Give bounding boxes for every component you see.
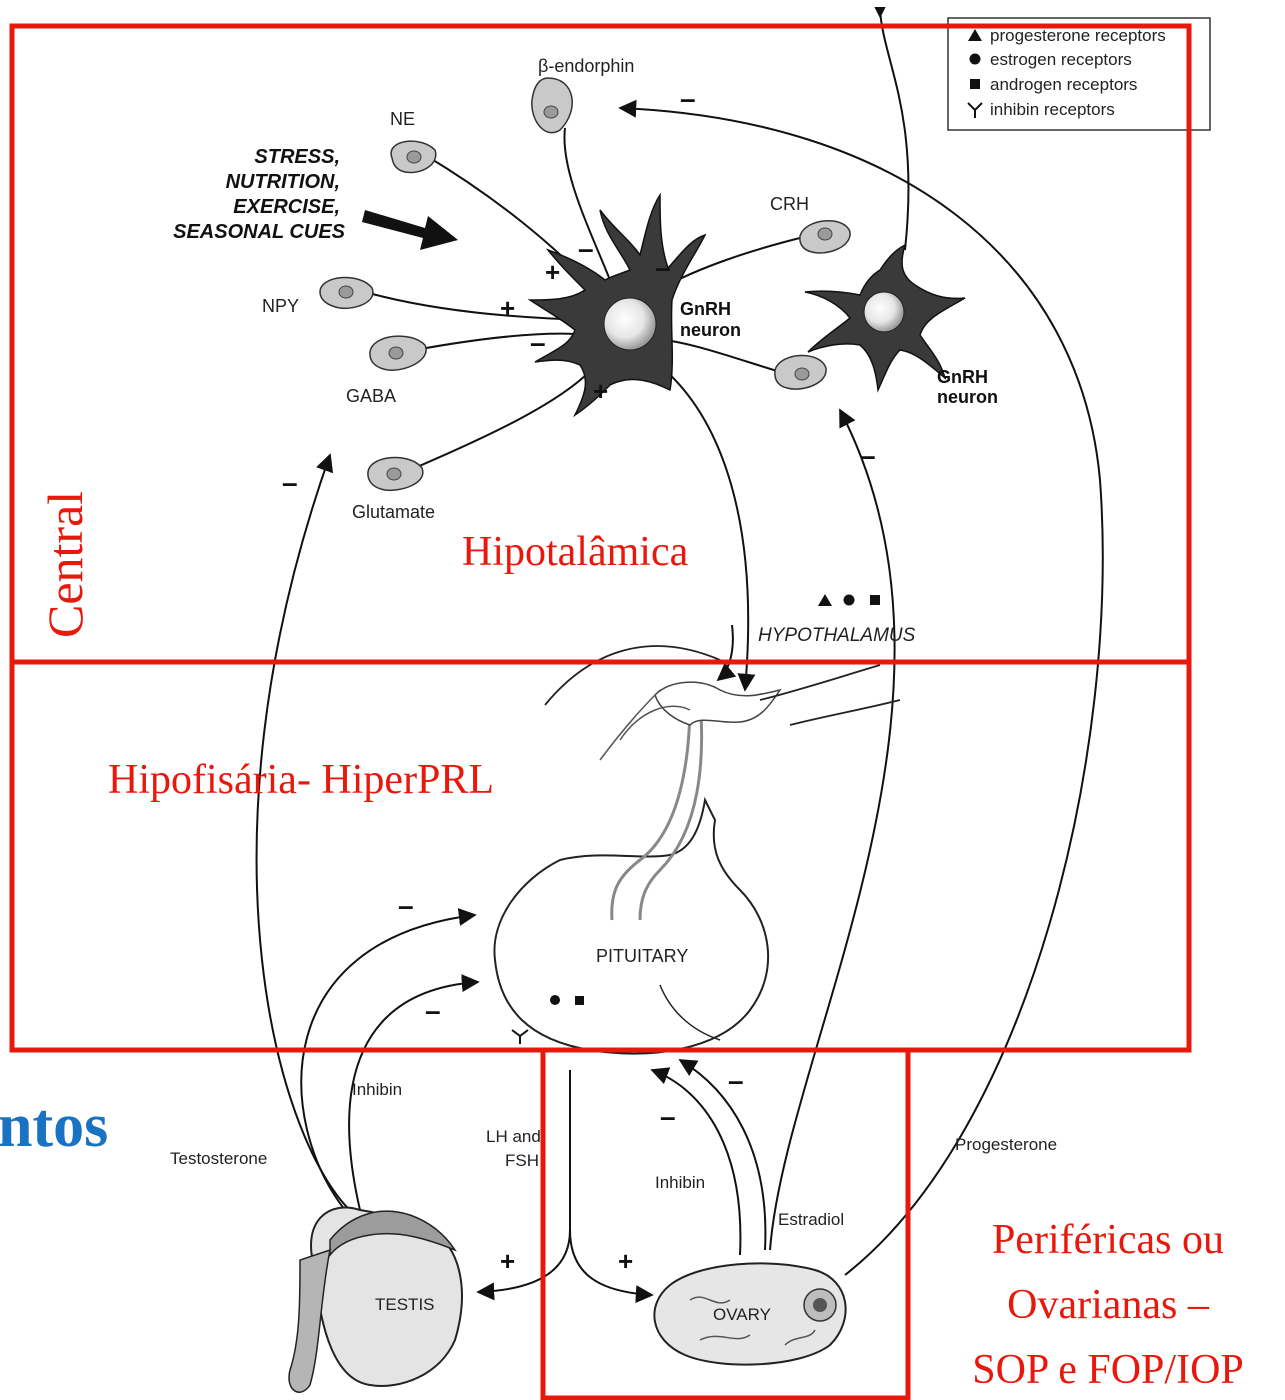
cue-stress: STRESS, — [254, 146, 340, 168]
sign-plus: + — [593, 376, 608, 406]
crh-label: CRH — [770, 194, 809, 214]
cue-nutrition: NUTRITION, — [226, 171, 340, 193]
gaba-label: GABA — [346, 386, 396, 406]
hypothalamus-label: HYPOTHALAMUS — [758, 625, 916, 646]
inhibin-female-label: Inhibin — [655, 1173, 705, 1192]
pituitary-gland — [494, 646, 900, 1054]
legend-androgen: androgen receptors — [990, 75, 1137, 94]
pituitary-estrogen-receptor — [550, 995, 560, 1005]
gnrh-neuron-main — [530, 195, 705, 415]
hypothalamic-label: Hipotalâmica — [462, 529, 689, 575]
sign-minus: – — [398, 890, 414, 921]
sign-minus: – — [680, 83, 696, 114]
legend-progesterone: progesterone receptors — [990, 26, 1166, 45]
ne-label: NE — [390, 109, 415, 129]
testosterone-feedback-arrow — [257, 455, 355, 1215]
legend-estrogen: estrogen receptors — [990, 50, 1132, 69]
descending-axon — [880, 8, 908, 250]
pituitary-label: PITUITARY — [596, 946, 688, 966]
gaba-neuron — [370, 336, 426, 370]
sign-plus: + — [500, 1246, 515, 1276]
peripheral-label-2: Ovarianas – — [1007, 1282, 1210, 1328]
pathway-lines — [257, 8, 1103, 1295]
cue-arrow — [362, 210, 458, 250]
estradiol-hypothalamus-arrow — [770, 410, 895, 1250]
central-label: Central — [37, 491, 93, 638]
peripheral-label-3: SOP e FOP/IOP — [972, 1347, 1244, 1393]
sign-minus: – — [660, 1101, 676, 1132]
lower-right-neuron — [775, 355, 826, 389]
inhibin-female-arrow — [652, 1070, 740, 1255]
ovary-label: OVARY — [713, 1305, 771, 1324]
hypothalamus-progesterone-receptor — [818, 594, 832, 606]
sign-minus: – — [282, 467, 298, 498]
cue-seasonal: SEASONAL CUES — [173, 221, 346, 243]
glutamate-neuron — [368, 457, 423, 490]
circle-icon — [970, 54, 981, 65]
estradiol-pituitary-arrow — [680, 1060, 765, 1250]
sign-minus: – — [425, 995, 441, 1026]
square-icon — [970, 79, 980, 89]
gnrh-main-label-2: neuron — [680, 320, 741, 340]
glutamate-axon — [410, 360, 600, 470]
lower-right-axon — [665, 340, 790, 375]
beta-endorphin-neuron — [532, 78, 572, 133]
hypothalamus-androgen-receptor — [870, 595, 880, 605]
legend-inhibin: inhibin receptors — [990, 100, 1115, 119]
gnrh-second-label-1: GnRH — [937, 367, 988, 387]
gnrh-axon-2 — [718, 625, 733, 680]
peripheral-label-1: Periféricas ou — [992, 1217, 1224, 1263]
npy-label: NPY — [262, 296, 299, 316]
cue-exercise: EXERCISE, — [233, 196, 340, 218]
sign-plus: + — [545, 257, 560, 287]
sign-minus: – — [530, 327, 546, 358]
lh-fsh-ovary-arrow — [570, 1230, 652, 1295]
inhibin-male-label: Inhibin — [352, 1080, 402, 1099]
lh-fsh-label-1: LH and — [486, 1127, 541, 1146]
crh-neuron — [800, 221, 850, 253]
sign-minus: – — [728, 1065, 744, 1096]
lh-fsh-label-2: FSH — [505, 1151, 539, 1170]
sign-minus: – — [860, 440, 876, 471]
beta-endorphin-label: β-endorphin — [538, 56, 634, 76]
sign-minus: – — [578, 233, 594, 264]
gnrh-second-label-2: neuron — [937, 387, 998, 407]
hypothalamus-estrogen-receptor — [844, 595, 855, 606]
gnrh-main-label-1: GnRH — [680, 299, 731, 319]
ne-neuron — [391, 141, 436, 172]
testosterone-pituitary-arrow — [301, 915, 475, 1210]
estradiol-label: Estradiol — [778, 1210, 844, 1229]
sign-plus: + — [618, 1246, 633, 1276]
sign-minus: – — [655, 252, 671, 283]
pituitary-inhibin-receptor — [512, 1030, 528, 1044]
partial-title-text: ntos — [0, 1092, 108, 1160]
testosterone-label: Testosterone — [170, 1149, 267, 1168]
lh-fsh-testis-arrow — [478, 1070, 570, 1292]
progesterone-label: Progesterone — [955, 1135, 1057, 1154]
pituitary-androgen-receptor — [575, 996, 584, 1005]
sign-plus: + — [500, 293, 515, 323]
pituitary-overlay-label: Hipofisária- HiperPRL — [108, 757, 494, 803]
npy-neuron — [320, 277, 373, 308]
testis-label: TESTIS — [375, 1295, 435, 1314]
receptor-legend: progesterone receptors estrogen receptor… — [948, 18, 1210, 130]
glutamate-label: Glutamate — [352, 502, 435, 522]
